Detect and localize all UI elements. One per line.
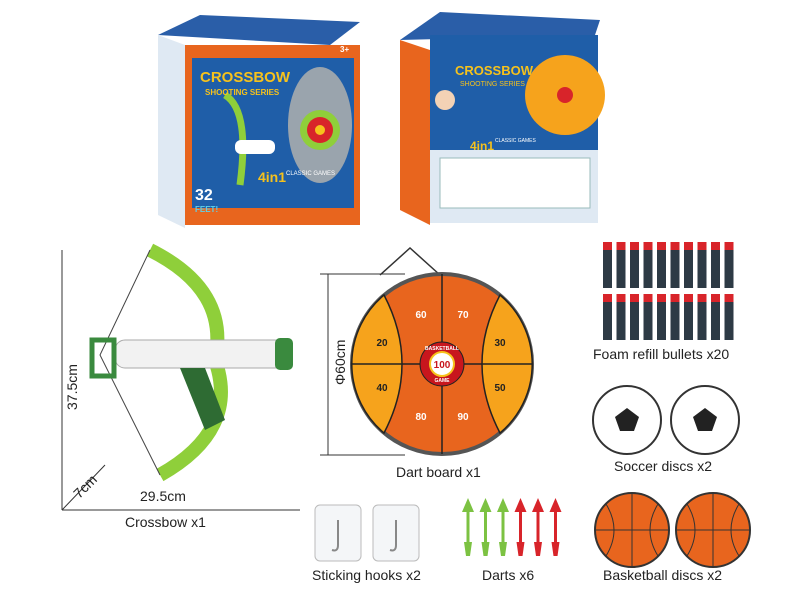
soccer-discs-image (592, 385, 740, 455)
dart (514, 498, 527, 556)
center-top-text: BASKETBALL (425, 346, 459, 352)
bullet-tip (697, 242, 707, 250)
hooks-label: Sticking hooks x2 (312, 567, 421, 583)
box-distance: 32 (195, 187, 213, 204)
bullet-tip (657, 294, 666, 302)
dartboard-diameter: Φ60cm (332, 339, 348, 385)
dart (549, 498, 562, 556)
box-title: CROSSBOW (455, 63, 534, 78)
box-distance-unit: FEET! (195, 205, 218, 214)
product-box-back: CROSSBOW SHOOTING SERIES 4in1 CLASSIC GA… (400, 12, 605, 225)
foam-bullet (711, 302, 720, 340)
dart (479, 498, 492, 556)
crossbow-image (61, 243, 300, 511)
foam-bullet (616, 250, 626, 288)
box-badge: 4in1 (258, 169, 286, 185)
bullet-tip (724, 242, 734, 250)
bullet-tip (684, 242, 693, 250)
bullet-tip (630, 294, 639, 302)
soccer-label: Soccer discs x2 (614, 458, 713, 474)
bullet-tip (616, 294, 626, 302)
foam-bullet (724, 250, 734, 288)
foam-bullet (643, 302, 653, 340)
foam-bullet (630, 250, 639, 288)
score-label: 30 (494, 338, 506, 349)
sticking-hooks-image (314, 504, 420, 562)
foam-bullet (616, 302, 626, 340)
foam-bullet (603, 302, 612, 340)
center-bottom-text: GAME (435, 378, 451, 384)
foam-bullet (657, 302, 666, 340)
center-value: 100 (434, 360, 451, 371)
dart (532, 498, 544, 556)
box-age: 3+ (340, 45, 349, 54)
bullet-tip (697, 294, 707, 302)
crossbow-label: Crossbow x1 (125, 514, 206, 530)
foam-bullet (684, 250, 693, 288)
bullet-tip (724, 294, 734, 302)
foam-bullet (697, 250, 707, 288)
score-label: 90 (457, 412, 469, 423)
score-label: 20 (376, 338, 388, 349)
bullet-tip (616, 242, 626, 250)
box-title: CROSSBOW (200, 69, 291, 86)
score-label: 80 (415, 412, 427, 423)
bullet-tip (684, 294, 693, 302)
darts-label: Darts x6 (482, 567, 535, 583)
bullet-tip (657, 242, 666, 250)
bullet-tip (603, 242, 612, 250)
foam-bullet (684, 302, 693, 340)
bullet-tip (670, 294, 680, 302)
bullet-tip (630, 242, 639, 250)
dartboard-image: BASKETBALL 100 GAME 60 70 20 30 40 50 80… (320, 246, 534, 456)
foam-bullet (643, 250, 653, 288)
dart (462, 498, 474, 556)
bullet-tip (603, 294, 612, 302)
product-box-front: CROSSBOW SHOOTING SERIES 4in1 CLASSIC GA… (158, 15, 360, 228)
foam-bullet (670, 302, 680, 340)
box-badge: 4in1 (470, 139, 494, 153)
foam-bullets-image (603, 242, 734, 340)
foam-bullet (603, 250, 612, 288)
bullet-tip (711, 242, 720, 250)
box-subtitle: SHOOTING SERIES (460, 81, 525, 88)
score-label: 70 (457, 310, 469, 321)
bullet-tip (643, 242, 653, 250)
bullet-tip (643, 294, 653, 302)
foam-bullet (670, 250, 680, 288)
box-subtitle: SHOOTING SERIES (205, 88, 280, 97)
dart (497, 498, 509, 556)
crossbow-height: 37.5cm (64, 364, 80, 410)
score-label: 50 (494, 383, 506, 394)
dartboard-label: Dart board x1 (396, 464, 481, 480)
box-badge-sub: CLASSIC GAMES (286, 171, 335, 177)
foam-bullet (724, 302, 734, 340)
darts-image (462, 498, 562, 556)
foam-bullet (711, 250, 720, 288)
score-label: 40 (376, 383, 388, 394)
bullet-tip (670, 242, 680, 250)
bullet-tip (711, 294, 720, 302)
bullets-label: Foam refill bullets x20 (593, 346, 730, 362)
score-label: 60 (415, 310, 427, 321)
crossbow-width: 29.5cm (140, 488, 186, 504)
foam-bullet (630, 302, 639, 340)
foam-bullet (657, 250, 666, 288)
basketball-discs-image (594, 492, 751, 568)
foam-bullet (697, 302, 707, 340)
box-badge-sub: CLASSIC GAMES (495, 138, 537, 144)
basketball-label: Basketball discs x2 (603, 567, 723, 583)
